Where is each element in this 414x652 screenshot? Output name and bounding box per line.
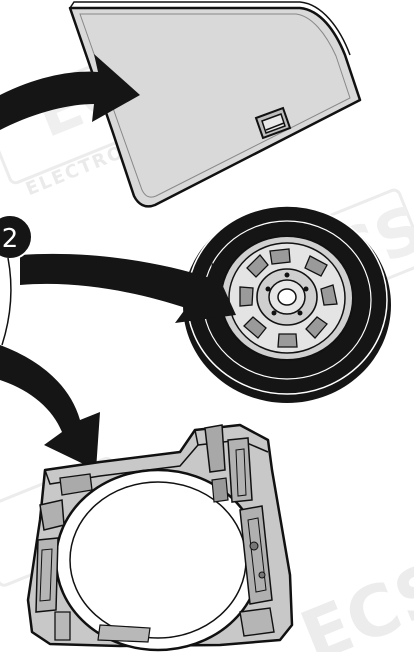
watermark-text-4: ECS bbox=[290, 546, 414, 652]
callout-2-text: 2 bbox=[2, 224, 19, 254]
foam-tool-tray bbox=[28, 425, 292, 650]
callout-2: 2 bbox=[0, 215, 32, 259]
leader-line bbox=[2, 258, 11, 345]
arrow-to-tool-tray bbox=[0, 345, 100, 470]
